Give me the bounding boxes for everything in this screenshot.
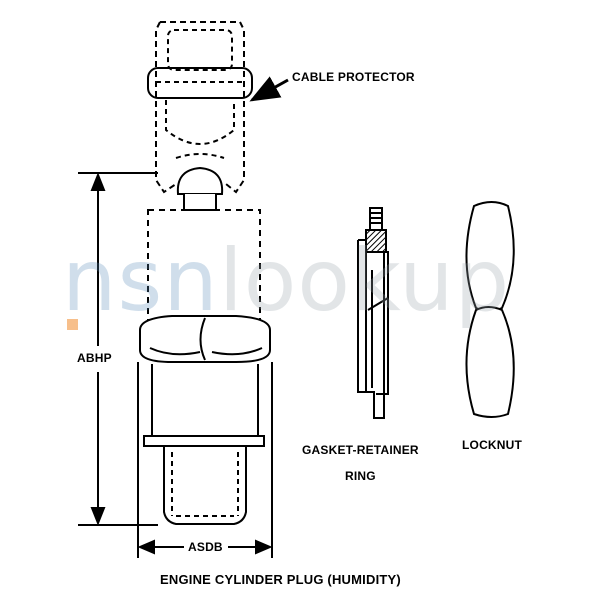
cable-protector-part [147,21,253,194]
locknut-part [465,201,515,418]
cable-protector-leader [249,76,289,102]
watermark-part2: lookup [218,231,511,331]
plug-threaded-stem [163,446,247,525]
asdb-label: ASDB [188,540,223,554]
diagram-caption: ENGINE CYLINDER PLUG (HUMIDITY) [160,572,401,587]
plug-upper-body [147,209,261,327]
locknut-label: LOCKNUT [462,438,523,452]
plug-top-knob [176,166,224,211]
plug-hex-nut [139,315,271,363]
gasket-retainer-ring-part [357,207,389,419]
watermark-dot [67,319,78,330]
gasket-retainer-label-line2: RING [345,469,376,483]
nsnlookup-watermark: nsnlookup [62,238,510,324]
plug-lower-body [151,364,259,436]
gasket-retainer-label-line1: GASKET-RETAINER [302,443,419,457]
abhp-dimension [78,172,158,526]
asdb-dimension [137,362,273,558]
cable-protector-label: CABLE PROTECTOR [292,70,415,84]
watermark-part1: nsn [62,231,219,331]
plug-flange [143,435,265,447]
abhp-label: ABHP [77,351,112,365]
